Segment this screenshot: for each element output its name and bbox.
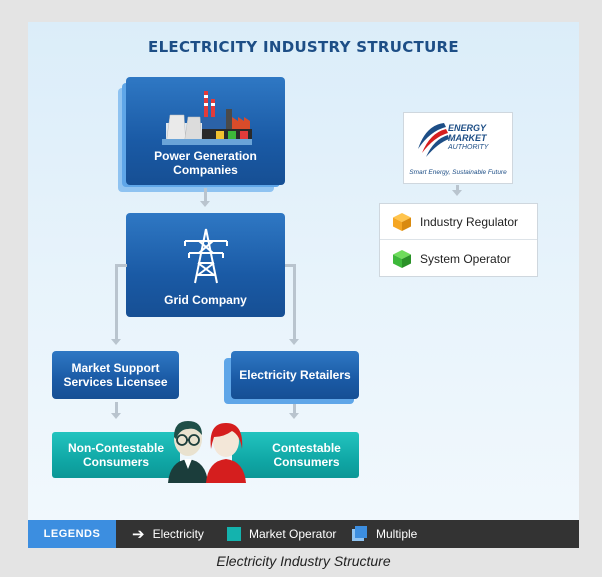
arrow-mssl-consumers-head <box>111 413 121 419</box>
connector-grid-left-v <box>115 264 118 340</box>
arrow-gen-grid-line <box>204 188 207 202</box>
legend-tag: LEGENDS <box>28 520 116 548</box>
stacked-squares-icon <box>352 526 368 542</box>
contestable-line1: Contestable <box>272 441 341 455</box>
system-operator-label: System Operator <box>420 252 511 266</box>
ema-logo-card: ENERGY MARKET AUTHORITY Smart Energy, Su… <box>403 112 513 184</box>
non-contestable-consumers-box: Non-Contestable Consumers <box>52 432 180 478</box>
electricity-retailers-label: Electricity Retailers <box>239 368 351 382</box>
power-generation-box: Power Generation Companies <box>126 77 285 185</box>
ema-line2: MARKET <box>448 133 487 143</box>
power-generation-line1: Power Generation <box>154 149 257 163</box>
green-cube-icon <box>393 250 411 268</box>
power-plant-icon <box>161 91 252 145</box>
legend-item-market-operator: Market Operator <box>227 520 336 548</box>
arrow-mssl-consumers-line <box>115 402 118 414</box>
legend-multiple-label: Multiple <box>376 527 418 541</box>
ema-roles-card: Industry Regulator System Operator <box>379 203 538 277</box>
legend-electricity-label: Electricity <box>152 527 204 541</box>
teal-square-icon <box>227 527 241 541</box>
transmission-tower-icon <box>183 228 228 284</box>
contestable-line2: Consumers <box>273 455 340 469</box>
arrow-gen-grid-head <box>200 201 210 207</box>
arrow-grid-retailers-head <box>289 339 299 345</box>
non-contestable-line1: Non-Contestable <box>68 441 164 455</box>
arrow-right-icon: ➔ <box>132 526 145 543</box>
mssl-line1: Market Support <box>71 361 160 375</box>
diagram-title: ELECTRICITY INDUSTRY STRUCTURE <box>148 38 459 56</box>
industry-regulator-label: Industry Regulator <box>420 214 519 229</box>
arrow-retailers-consumers-line <box>293 404 296 414</box>
grid-company-label: Grid Company <box>164 293 247 307</box>
connector-grid-right-h <box>285 264 296 267</box>
non-contestable-line2: Consumers <box>82 455 150 469</box>
ema-line1: ENERGY <box>448 123 487 133</box>
orange-cube-icon <box>393 212 411 231</box>
role-row-industry-regulator: Industry Regulator <box>380 204 537 240</box>
legend-item-multiple: Multiple <box>352 520 417 548</box>
role-row-system-operator: System Operator <box>380 241 537 277</box>
arrow-grid-mssl-head <box>111 339 121 345</box>
power-generation-line2: Companies <box>173 163 238 177</box>
arrow-ema-roles-head <box>452 190 462 196</box>
legend-market-operator-label: Market Operator <box>249 527 337 541</box>
figure-caption: Electricity Industry Structure <box>216 553 391 569</box>
grid-company-box: Grid Company <box>126 213 285 317</box>
arrow-ema-roles-line <box>456 185 459 191</box>
legend-bar: LEGENDS ➔ Electricity Market Operator Mu… <box>28 520 579 548</box>
mssl-box: Market Support Services Licensee <box>52 351 179 399</box>
consumers-people-icon <box>168 421 246 483</box>
electricity-retailers-box: Electricity Retailers <box>231 351 359 399</box>
connector-grid-left-h <box>115 264 127 267</box>
connector-grid-right-v <box>293 264 296 340</box>
ema-tagline: Smart Energy, Sustainable Future <box>409 169 507 176</box>
contestable-consumers-box: Contestable Consumers <box>232 432 359 478</box>
ema-swoosh-icon <box>418 123 449 157</box>
arrow-retailers-consumers-head <box>289 413 299 419</box>
ema-line3: AUTHORITY <box>448 144 489 151</box>
legend-item-electricity: ➔ Electricity <box>132 520 204 548</box>
mssl-line2: Services Licensee <box>63 375 168 389</box>
